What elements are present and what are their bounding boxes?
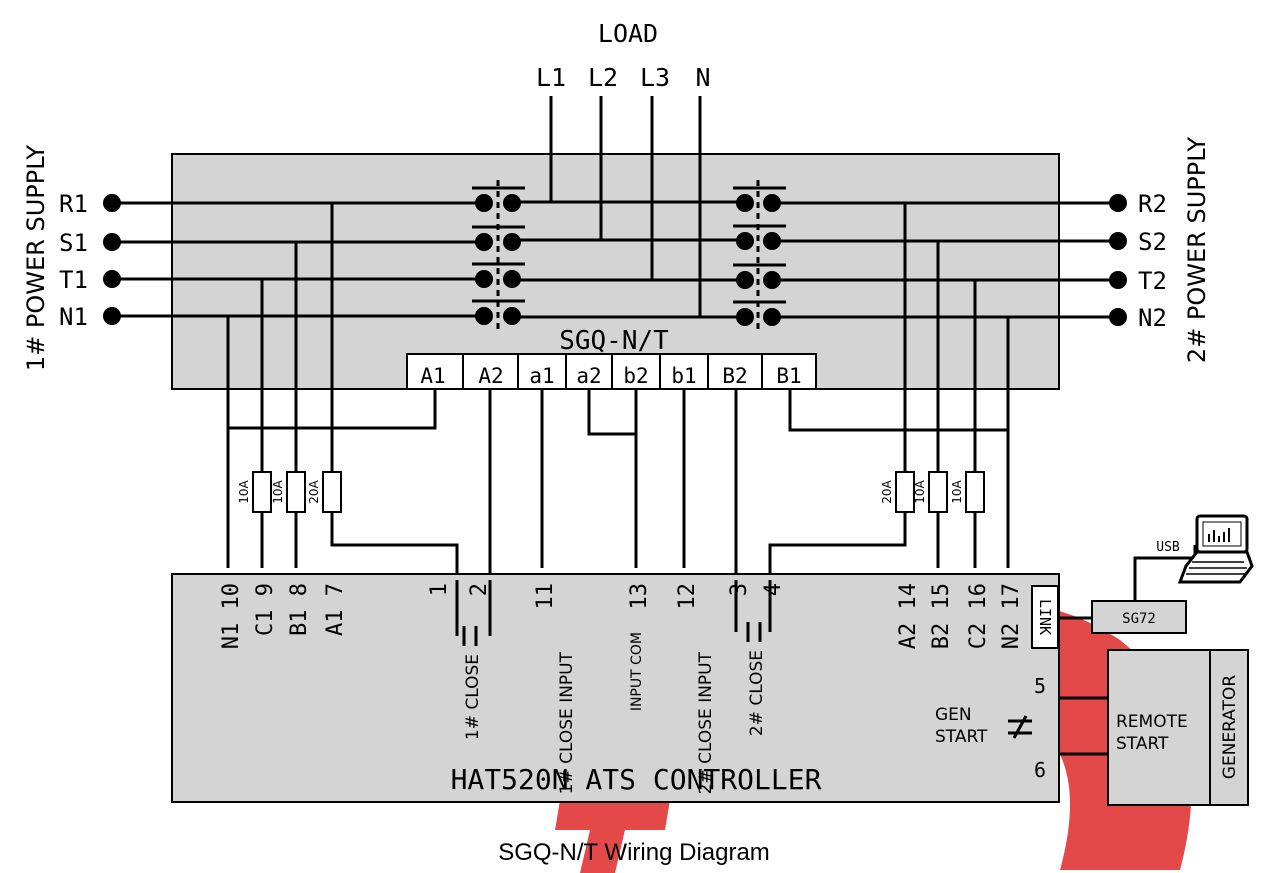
ctrl-terminal-a2-14: A2 14 [896,583,921,649]
link-port [1031,585,1059,649]
supply1-label: 1# POWER SUPPLY [22,145,50,372]
ctrl-terminal-b2-15: B2 15 [929,583,954,649]
terminal-r1: R1 [59,190,88,218]
load-line-n: N [695,63,710,92]
close2-input-label: 2# CLOSE INPUT [696,651,716,794]
load-line-l3: L3 [640,63,670,92]
controller-body [171,573,1060,803]
ctrl-terminal-c2-16: C2 16 [966,583,991,649]
fuses-right: 20A 10A 10A [880,471,985,513]
close1-input-label: 1# CLOSE INPUT [557,651,577,794]
terminal-n2: N2 [1138,304,1167,332]
laptop-icon [1177,514,1254,584]
ctrl-pin-4: 4 [761,583,786,596]
fuse-label-c2: 10A [950,479,964,503]
close1-relay-contact [455,580,492,646]
diagram-caption: SGQ-N/T Wiring Diagram [498,839,770,866]
fuses-left: 10A 10A 20A [237,471,342,513]
terminal-a1-lower: a1 [529,364,554,388]
supply1-dots [103,194,121,325]
usb-label: USB [1156,540,1180,555]
controller-name: HAT520N ATS CONTROLLER [451,763,822,796]
ctrl-terminal-n2-17: N2 17 [999,583,1024,649]
terminal-t1: T1 [59,266,88,294]
load-line-l1: L1 [536,63,566,92]
terminal-b1-upper: B1 [776,364,801,388]
close1-label: 1# CLOSE [463,654,483,740]
gen-start-label-2: START [935,727,988,747]
ctrl-pin-3: 3 [727,583,752,596]
link-label: LINK [1036,599,1054,635]
terminal-n1: N1 [59,303,88,331]
generator-box [1107,649,1249,806]
fuse-label-a2: 20A [880,479,894,503]
gen-start-contact [1008,715,1032,739]
gen-start-label-1: GEN [935,705,972,725]
switch-contacts-1 [472,180,525,332]
sg72-label: SG72 [1122,611,1156,627]
remote-start-label-2: START [1116,734,1169,754]
ctrl-pin-12: 12 [675,583,700,610]
fuse-label-b1: 10A [271,479,285,503]
ctrl-terminal-c1-9: C1 9 [253,583,278,636]
ctrl-pin-13: 13 [627,583,652,610]
terminal-b2-lower: b2 [623,364,648,388]
sg72-module [1091,600,1187,634]
switch-name: SGQ-N/T [559,326,669,356]
controller-left-terminals: N1 10 C1 9 B1 8 A1 7 [219,583,348,649]
terminal-a2-upper: A2 [478,364,503,388]
load-label: LOAD [598,19,658,48]
supply2-dots [1109,194,1127,326]
controller-right-terminals: A2 14 B2 15 C2 16 N2 17 [896,583,1024,649]
remote-start-label-1: REMOTE [1116,712,1188,732]
input-com-label: INPUT COM [629,632,645,711]
close2-label: 2# CLOSE [747,650,767,736]
load-line-l2: L2 [588,63,618,92]
fuse-label-c1: 10A [237,479,251,503]
switch-body [171,153,1060,390]
ctrl-terminal-n1-10: N1 10 [219,583,244,649]
ctrl-pin-1: 1 [427,583,452,596]
terminal-b2-upper: B2 [722,364,747,388]
generator-label: GENERATOR [1220,675,1240,780]
terminal-b1-lower: b1 [671,364,696,388]
ctrl-pin-2: 2 [467,583,492,596]
supply2-label: 2# POWER SUPPLY [1183,137,1211,364]
terminal-t2: T2 [1138,267,1167,295]
terminal-a2-lower: a2 [576,364,601,388]
close2-relay-contact [734,580,772,642]
fuse-label-b2: 10A [913,479,927,503]
terminal-s1: S1 [59,229,88,257]
ctrl-pin-5: 5 [1034,674,1046,698]
terminal-r2: R2 [1138,190,1167,218]
switch-terminal-strip: A1 A2 a1 a2 b2 b1 B2 B1 [406,353,817,390]
ctrl-terminal-b1-8: B1 8 [287,583,312,636]
terminal-a1-upper: A1 [420,364,445,388]
terminal-s2: S2 [1138,228,1167,256]
ctrl-pin-11: 11 [533,583,558,610]
fuse-label-a1: 20A [307,479,321,503]
ctrl-terminal-a1-7: A1 7 [323,583,348,636]
switch-contacts-2 [733,180,786,332]
ctrl-pin-6: 6 [1034,758,1046,782]
